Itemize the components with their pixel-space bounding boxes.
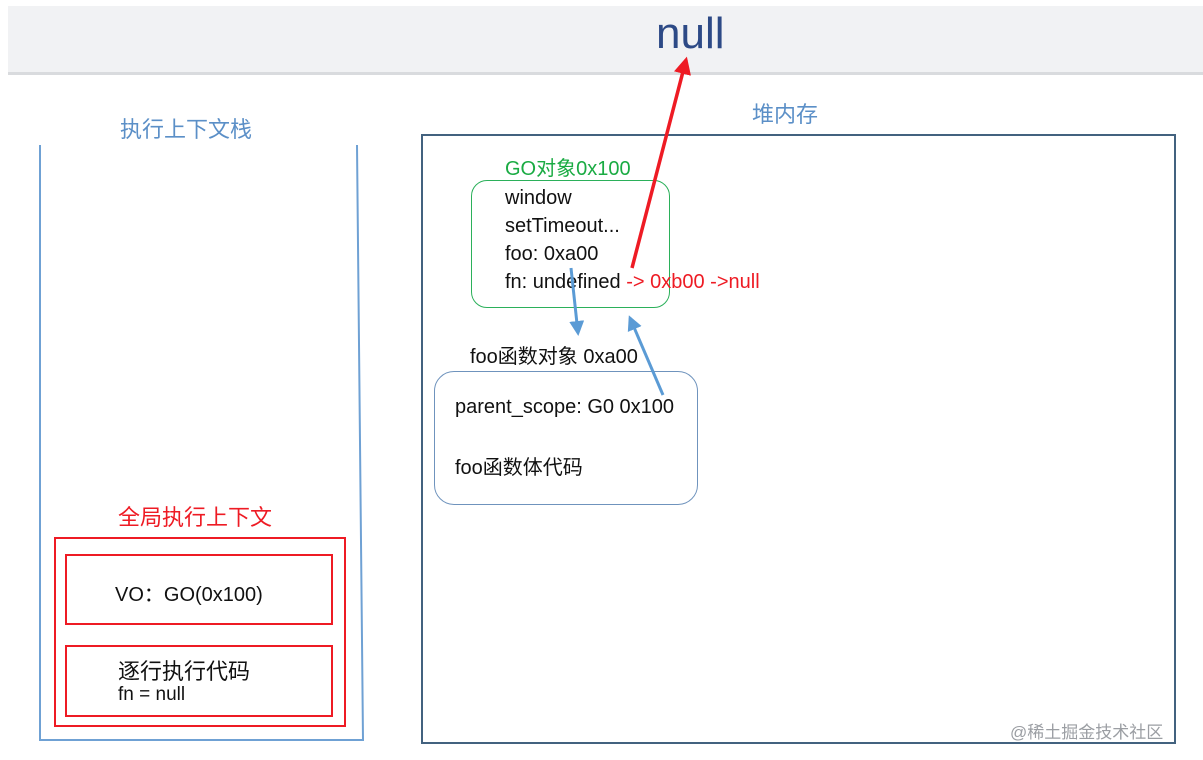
go-line-window: window	[505, 187, 572, 209]
null-value-label: null	[656, 9, 725, 58]
go-line-foo: foo: 0xa00	[505, 243, 599, 265]
go-line-settimeout: setTimeout...	[505, 215, 620, 237]
vo-text: VO：GO(0x100)	[115, 584, 263, 606]
stack-container	[39, 144, 365, 741]
foo-parent-scope: parent_scope: G0 0x100	[455, 396, 675, 418]
vo-box	[65, 554, 333, 625]
watermark: @稀土掘金技术社区	[1010, 723, 1164, 742]
arrow-parent-scope-to-go	[627, 315, 665, 396]
go-line-fn: fn: undefined -> 0xb00 ->null	[505, 271, 760, 294]
top-band	[8, 6, 1203, 75]
global-context-title: 全局执行上下文	[118, 505, 273, 530]
arrow-fn-to-null	[630, 56, 691, 269]
heap-memory-box	[421, 134, 1176, 744]
fn-reassign-text: -> 0xb00 ->null	[620, 271, 760, 293]
code-box	[65, 645, 333, 717]
foo-object-title: foo函数对象 0xa00	[470, 346, 638, 368]
code-line: fn = null	[118, 684, 186, 705]
foo-object-box	[434, 371, 698, 505]
foo-body-code: foo函数体代码	[455, 457, 583, 479]
arrow-foo-to-function-object	[569, 267, 585, 336]
go-object-box	[471, 180, 670, 308]
stack-title: 执行上下文栈	[120, 117, 253, 142]
heap-title: 堆内存	[752, 102, 819, 127]
fn-undefined-text: fn: undefined	[505, 271, 621, 293]
global-context-box	[54, 537, 346, 727]
go-object-title: GO对象0x100	[505, 158, 631, 180]
code-title: 逐行执行代码	[118, 659, 251, 684]
